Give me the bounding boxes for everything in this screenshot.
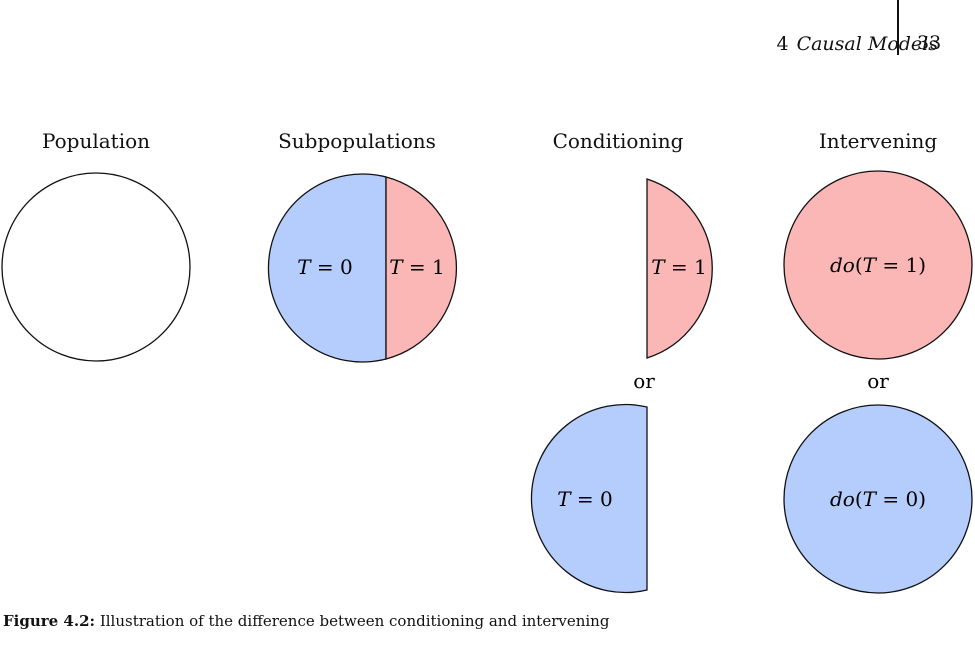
do0-circle: [783, 404, 973, 594]
page-number: 33: [917, 32, 942, 54]
do1-circle: [783, 170, 973, 360]
chapter-number: 4: [776, 33, 789, 55]
running-header: 4 Causal Models: [776, 30, 938, 58]
cond-t0-label: T = 0: [557, 487, 613, 511]
caption-label: Figure 4.2:: [3, 612, 96, 630]
figure-caption: Figure 4.2: Illustration of the differen…: [3, 612, 609, 630]
title-population: Population: [41, 129, 151, 153]
subpop-t1-half: [385, 176, 458, 360]
cond-or: or: [633, 369, 655, 393]
subpop-t1-label: T = 1: [389, 255, 445, 279]
cond-t0-half: [530, 403, 648, 594]
interv-or: or: [867, 369, 889, 393]
caption-text: Illustration of the difference between c…: [95, 612, 610, 630]
subpop-t0-label: T = 0: [297, 255, 353, 279]
subpop-t0-half: [267, 173, 387, 363]
title-intervening: Intervening: [818, 129, 938, 153]
title-subpopulations: Subpopulations: [278, 129, 436, 153]
chapter-label: 4 Causal Models: [776, 33, 938, 55]
cond-t1-half: [646, 178, 713, 359]
do0-label: do(T = 0): [830, 487, 926, 511]
chapter-title: Causal Models: [796, 33, 938, 55]
population-circle: [1, 172, 191, 362]
title-conditioning: Conditioning: [552, 129, 684, 153]
header-rule: [897, 0, 899, 55]
do1-label: do(T = 1): [830, 253, 926, 277]
cond-t1-label: T = 1: [651, 255, 707, 279]
